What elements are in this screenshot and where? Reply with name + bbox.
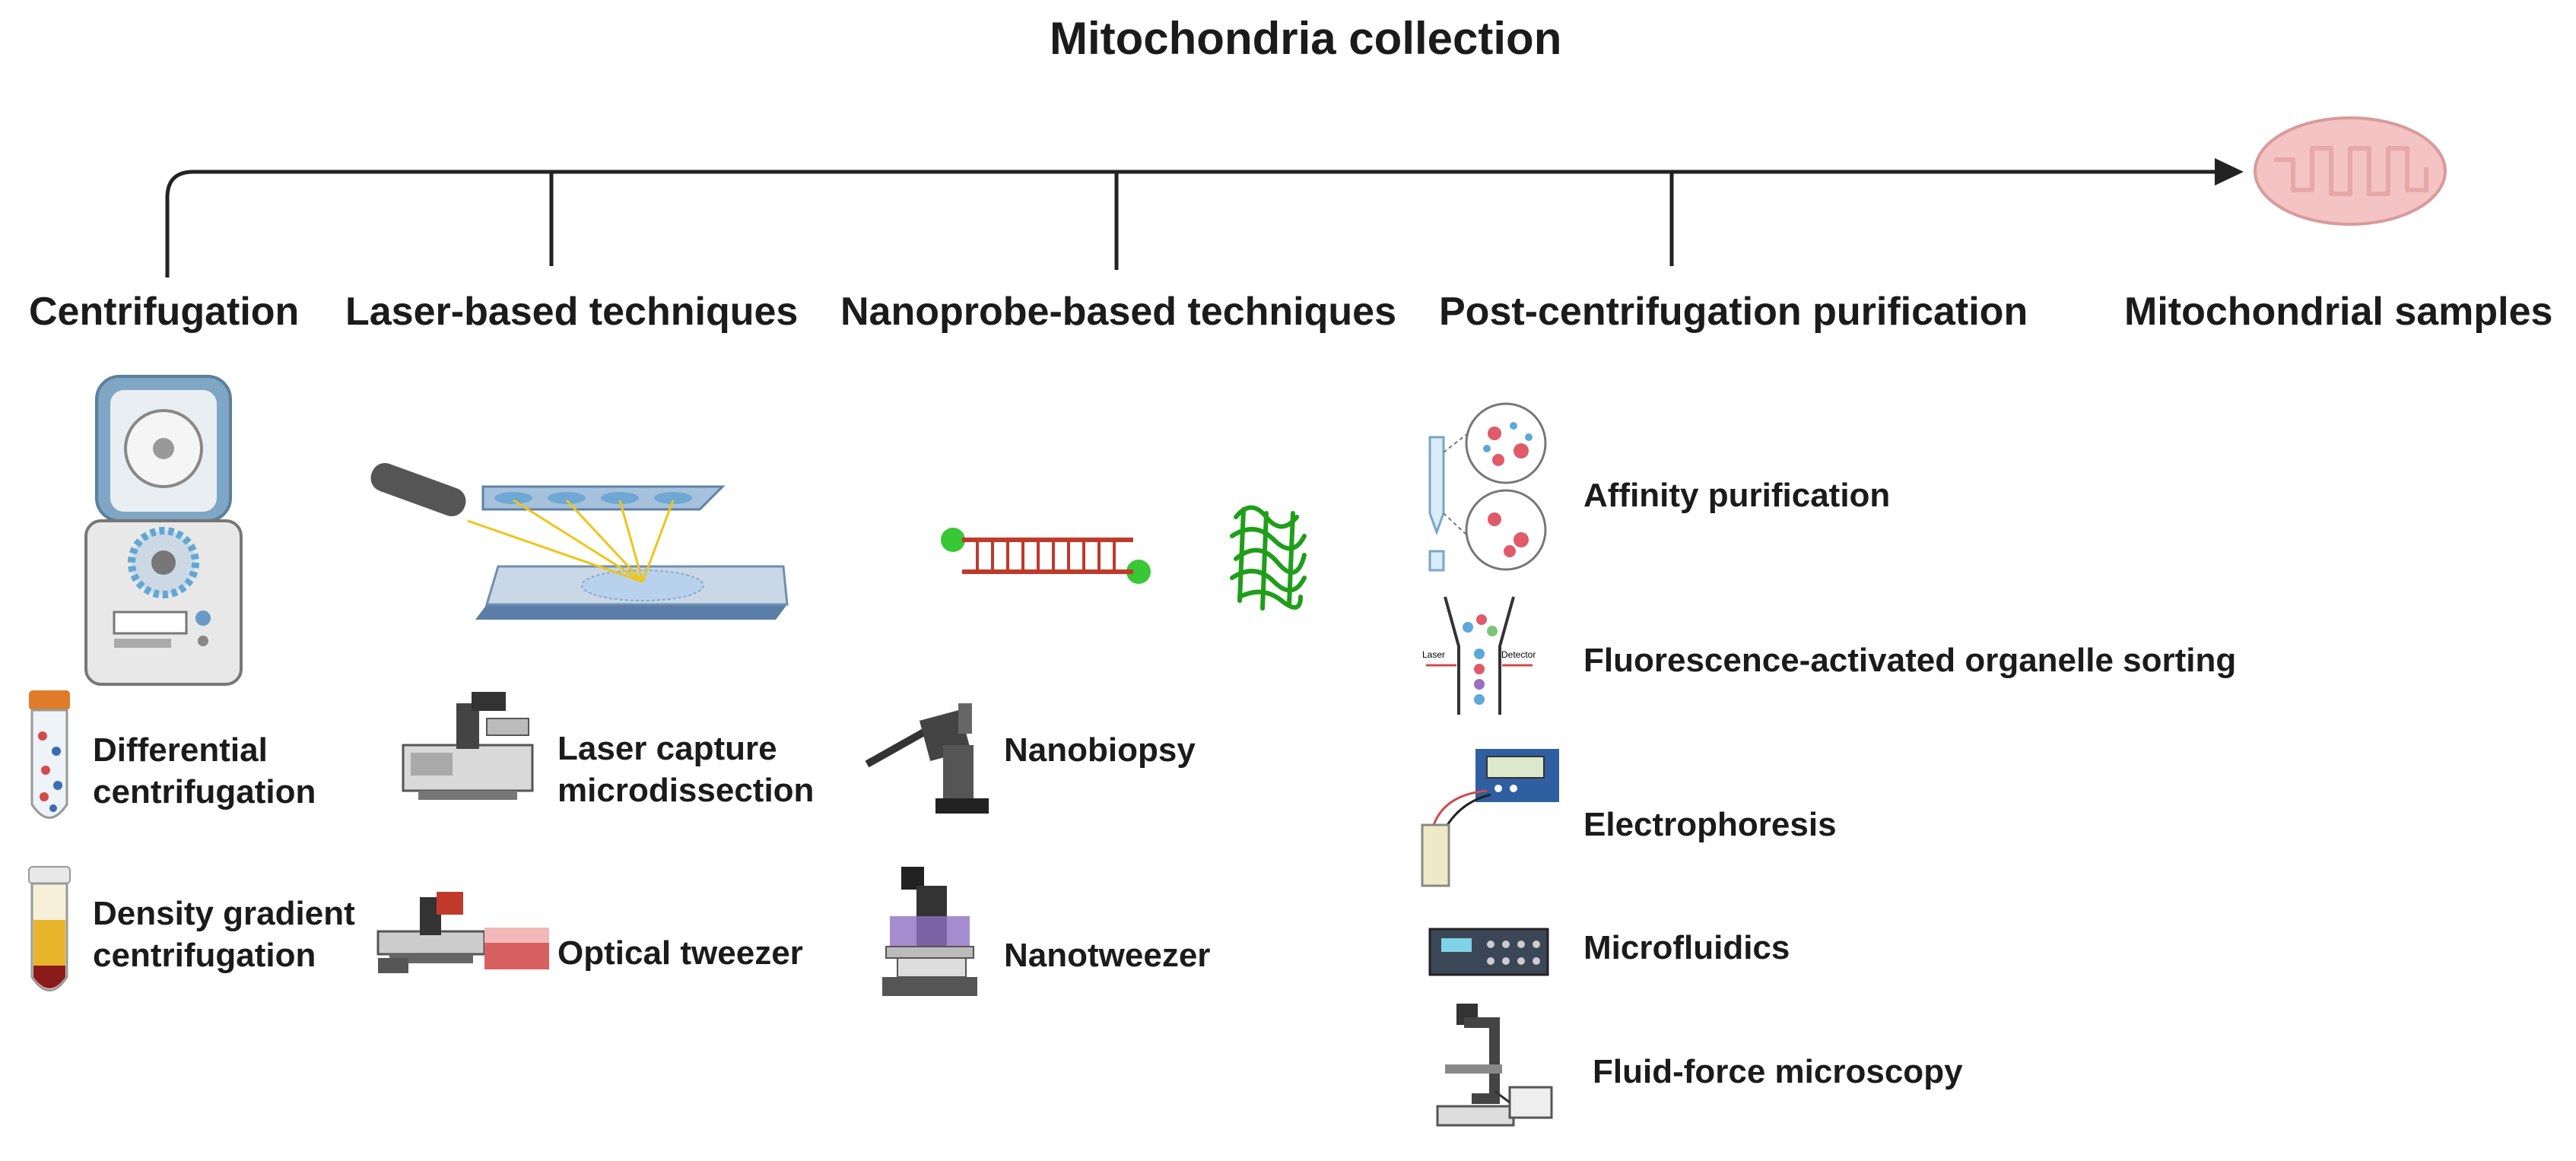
method-facs: Fluorescence-activated organelle sorting — [1583, 642, 2237, 679]
method-differential-line1: Differential — [93, 731, 268, 769]
method-density-line1: Density gradient — [93, 895, 355, 932]
dna-probe-icon — [941, 528, 1151, 584]
method-fluid-force-microscopy: Fluid-force microscopy — [1593, 1053, 1963, 1090]
tube-icon — [28, 866, 71, 991]
method-differential-line2: centrifugation — [93, 773, 316, 810]
method-electrophoresis: Electrophoresis — [1583, 806, 1837, 843]
method-microfluidics: Microfluidics — [1583, 929, 1790, 966]
category-nanoprobe-based: Nanoprobe-based techniques — [840, 290, 1396, 334]
category-centrifugation: Centrifugation — [29, 290, 300, 334]
method-lcm-line1: Laser capture — [557, 730, 777, 767]
microscope-icon — [402, 692, 534, 800]
category-mitochondrial-samples: Mitochondrial samples — [2124, 290, 2553, 334]
facs-detector-label: Detector — [1501, 649, 1536, 660]
protein-icon — [1230, 505, 1307, 611]
laser-slide-icon — [370, 462, 789, 620]
mitochondrion-icon — [2254, 116, 2447, 226]
method-density-line2: centrifugation — [93, 937, 316, 974]
method-optical-tweezer: Optical tweezer — [557, 934, 803, 972]
tweezer-setup-icon — [376, 892, 549, 973]
electrophoresis-icon — [1421, 749, 1559, 887]
method-nanobiopsy: Nanobiopsy — [1004, 731, 1196, 769]
microscope-icon — [1436, 1004, 1553, 1127]
category-post-centrifugation: Post-centrifugation purification — [1439, 290, 2028, 334]
method-affinity-purification: Affinity purification — [1583, 477, 1891, 514]
method-nanotweezer: Nanotweezer — [1004, 937, 1211, 974]
microfluidics-icon — [1428, 928, 1549, 976]
sorter-funnel-icon: Laser Detector — [1422, 596, 1536, 715]
microscope-icon — [882, 867, 977, 996]
facs-laser-label: Laser — [1422, 649, 1445, 660]
page-title: Mitochondria collection — [1050, 13, 1562, 64]
centrifuge-icon — [84, 375, 243, 686]
affinity-icon — [1428, 402, 1547, 572]
tube-icon — [29, 690, 70, 819]
method-lcm-line2: microdissection — [557, 772, 815, 809]
category-laser-based: Laser-based techniques — [345, 290, 799, 334]
micromanipulator-icon — [865, 703, 989, 814]
